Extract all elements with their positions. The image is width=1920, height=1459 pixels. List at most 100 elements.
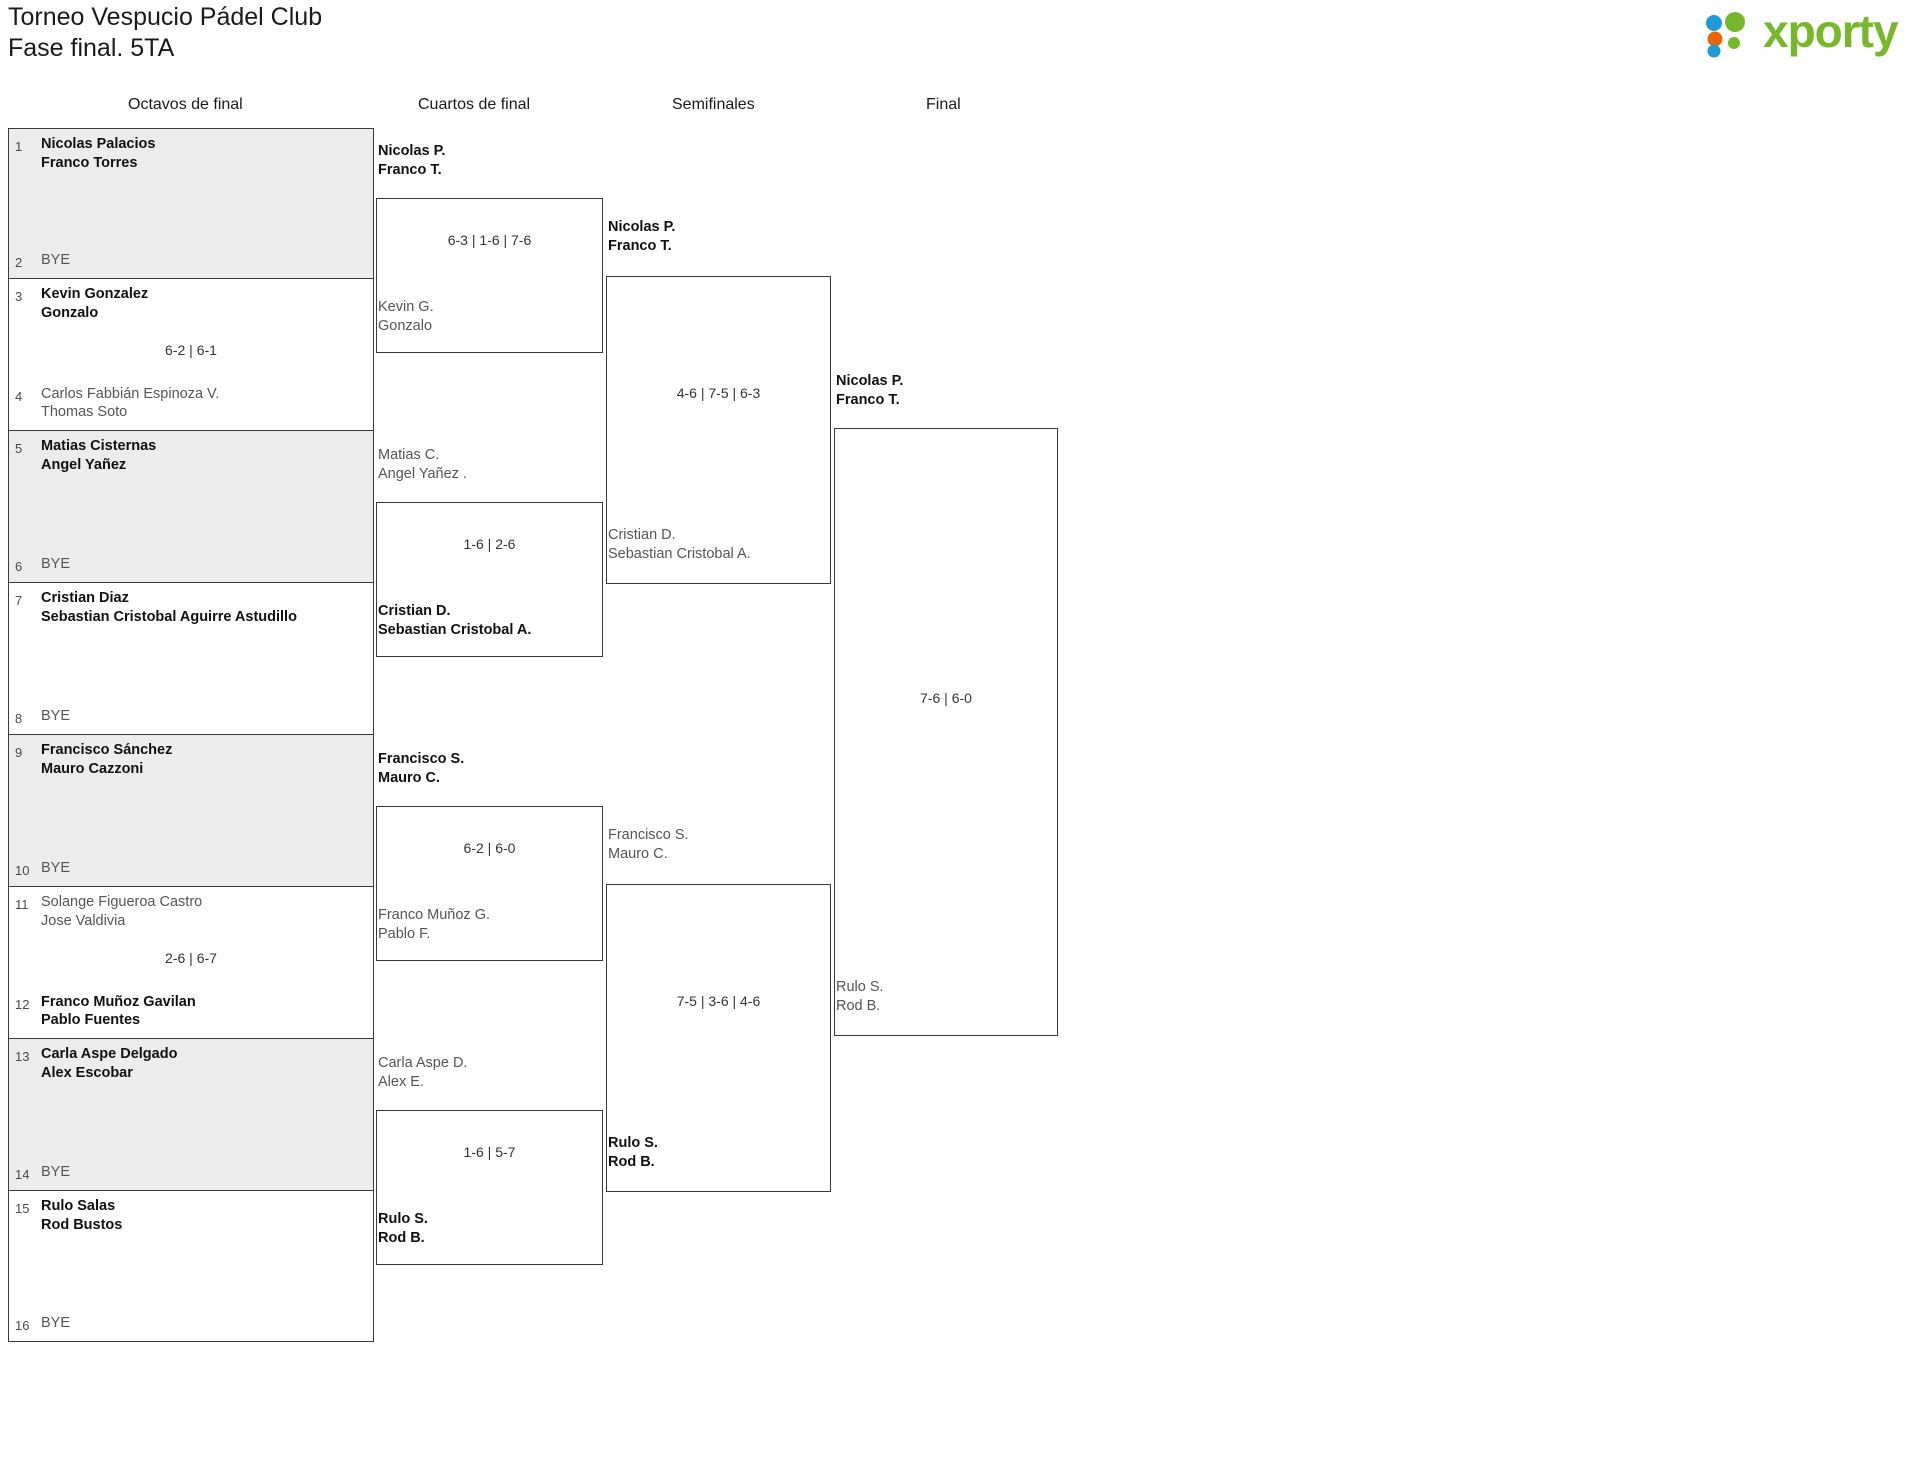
r2-entry-3-top[interactable]: Francisco S. Mauro C. — [378, 750, 464, 787]
player-2: Rod B. — [378, 1229, 425, 1246]
r2-entry-2-top[interactable]: Matias C. Angel Yañez . — [378, 446, 467, 483]
logo-wordmark: xporty — [1763, 5, 1899, 57]
r1-match-6[interactable]: 11 Solange Figueroa Castro Jose Valdivia… — [8, 886, 374, 1038]
r3-entry-2-top[interactable]: Francisco S. Mauro C. — [608, 826, 689, 863]
r1-match-8[interactable]: 15 Rulo Salas Rod Bustos 16 BYE — [8, 1190, 374, 1342]
team-names: Cristian Diaz Sebastian Cristobal Aguirr… — [41, 589, 297, 626]
r2-connector-1 — [376, 198, 603, 353]
r2-score-2: 1-6 | 2-6 — [463, 536, 516, 552]
team-names: BYE — [41, 1163, 70, 1182]
r1-match-7[interactable]: 13 Carla Aspe Delgado Alex Escobar 14 BY… — [8, 1038, 374, 1190]
round-header-cuartos: Cuartos de final — [418, 96, 531, 113]
r1-match-5[interactable]: 9 Francisco Sánchez Mauro Cazzoni 10 BYE — [8, 734, 374, 886]
seed-number: 10 — [15, 863, 30, 878]
r1-slot-seed-16[interactable]: 16 BYE — [9, 1314, 373, 1333]
r1-slot-seed-1[interactable]: 1 Nicolas Palacios Franco Torres — [9, 135, 373, 172]
round-header-octavos: Octavos de final — [128, 96, 243, 113]
player-1: Carlos Fabbián Espinoza V. — [41, 385, 220, 402]
r1-slot-seed-10[interactable]: 10 BYE — [9, 859, 373, 878]
seed-number: 1 — [15, 139, 23, 154]
r4-score: 7-6 | 6-0 — [920, 690, 972, 706]
r3-entry-1-top[interactable]: Nicolas P. Franco T. — [608, 218, 675, 255]
r1-slot-seed-13[interactable]: 13 Carla Aspe Delgado Alex Escobar — [9, 1045, 373, 1082]
r2-entry-4-bottom[interactable]: Rulo S. Rod B. — [378, 1210, 428, 1247]
player-1: Nicolas Palacios — [41, 136, 156, 152]
r1-match-3[interactable]: 5 Matias Cisternas Angel Yañez 6 BYE — [8, 430, 374, 582]
r1-slot-seed-12[interactable]: 12 Franco Muñoz Gavilan Pablo Fuentes — [9, 993, 373, 1030]
player-2: Pablo Fuentes — [41, 1012, 141, 1029]
round-header-final: Final — [926, 96, 961, 113]
player-2: Mauro C. — [378, 769, 441, 786]
player-1: BYE — [41, 556, 71, 572]
r1-match-1[interactable]: 1 Nicolas Palacios Franco Torres 2 BYE — [8, 128, 374, 278]
player-2: Pablo F. — [378, 925, 431, 942]
team-names: BYE — [41, 707, 70, 726]
team-names: Rulo Salas Rod Bustos — [41, 1197, 122, 1234]
player-1: Nicolas P. — [836, 373, 904, 389]
xporty-logo[interactable]: xporty — [1705, 5, 1905, 60]
team-names: Carla Aspe Delgado Alex Escobar — [41, 1045, 177, 1082]
r3-connector-2 — [606, 884, 831, 1192]
player-1: Matias C. — [378, 447, 440, 463]
r2-entry-1-bottom[interactable]: Kevin G. Gonzalo — [378, 298, 434, 335]
r2-score-1: 6-3 | 1-6 | 7-6 — [447, 232, 532, 248]
r1-slot-seed-5[interactable]: 5 Matias Cisternas Angel Yañez — [9, 437, 373, 474]
player-1: Kevin G. — [378, 299, 434, 315]
seed-number: 5 — [15, 441, 23, 456]
r2-entry-4-top[interactable]: Carla Aspe D. Alex E. — [378, 1054, 467, 1091]
r1-slot-seed-14[interactable]: 14 BYE — [9, 1163, 373, 1182]
r1-slot-seed-9[interactable]: 9 Francisco Sánchez Mauro Cazzoni — [9, 741, 373, 778]
player-1: Solange Figueroa Castro — [41, 894, 203, 910]
r1-score-2: 6-2 | 6-1 — [165, 342, 217, 358]
player-1: BYE — [41, 252, 71, 268]
player-1: BYE — [41, 860, 71, 876]
seed-number: 11 — [15, 897, 29, 912]
r1-slot-seed-7[interactable]: 7 Cristian Diaz Sebastian Cristobal Agui… — [9, 589, 373, 626]
r1-slot-seed-4[interactable]: 4 Carlos Fabbián Espinoza V. Thomas Soto — [9, 385, 373, 422]
seed-number: 12 — [15, 996, 30, 1012]
team-names: Nicolas Palacios Franco Torres — [41, 135, 155, 172]
r3-entry-1-bottom[interactable]: Cristian D. Sebastian Cristobal A. — [608, 526, 751, 563]
r4-entry-top[interactable]: Nicolas P. Franco T. — [836, 372, 903, 409]
r3-score-1: 4-6 | 7-5 | 6-3 — [676, 385, 761, 401]
r1-slot-seed-6[interactable]: 6 BYE — [9, 555, 373, 574]
player-2: Angel Yañez . — [378, 465, 467, 482]
team-names: BYE — [41, 251, 70, 270]
r2-entry-3-bottom[interactable]: Franco Muñoz G. Pablo F. — [378, 906, 490, 943]
tournament-phase: Fase final. 5TA — [8, 34, 175, 63]
r1-match-4[interactable]: 7 Cristian Diaz Sebastian Cristobal Agui… — [8, 582, 374, 734]
player-2: Gonzalo — [378, 317, 433, 334]
player-2: Gonzalo — [41, 304, 99, 321]
r1-slot-seed-8[interactable]: 8 BYE — [9, 707, 373, 726]
team-names: Francisco Sánchez Mauro Cazzoni — [41, 741, 172, 778]
r2-entry-2-bottom[interactable]: Cristian D. Sebastian Cristobal A. — [378, 602, 531, 639]
player-1: BYE — [41, 1164, 71, 1180]
player-1: BYE — [41, 1315, 71, 1331]
player-2: Sebastian Cristobal Aguirre Astudillo — [41, 608, 297, 625]
team-names: BYE — [41, 555, 70, 574]
r1-slot-seed-2[interactable]: 2 BYE — [9, 251, 373, 270]
team-names: Matias Cisternas Angel Yañez — [41, 437, 156, 474]
player-1: Carla Aspe Delgado — [41, 1046, 178, 1062]
r1-slot-seed-3[interactable]: 3 Kevin Gonzalez Gonzalo — [9, 285, 373, 322]
r1-slot-seed-15[interactable]: 15 Rulo Salas Rod Bustos — [9, 1197, 373, 1234]
player-2: Franco T. — [836, 391, 900, 408]
player-2: Sebastian Cristobal A. — [378, 621, 532, 638]
seed-number: 4 — [15, 388, 23, 404]
r2-connector-3 — [376, 806, 603, 961]
player-1: Nicolas P. — [378, 143, 446, 159]
player-2: Alex Escobar — [41, 1064, 133, 1081]
player-1: Francisco S. — [378, 751, 465, 767]
team-names: Franco Muñoz Gavilan Pablo Fuentes — [41, 993, 196, 1030]
seed-number: 8 — [15, 711, 23, 726]
seed-number: 3 — [15, 289, 23, 304]
player-1: Rulo Salas — [41, 1198, 116, 1214]
r2-entry-1-top[interactable]: Nicolas P. Franco T. — [378, 142, 445, 179]
seed-number: 6 — [15, 559, 23, 574]
r4-entry-bottom[interactable]: Rulo S. Rod B. — [836, 978, 884, 1015]
player-1: Nicolas P. — [608, 219, 676, 235]
r1-match-2[interactable]: 3 Kevin Gonzalez Gonzalo 6-2 | 6-1 4 Car… — [8, 278, 374, 430]
r1-slot-seed-11[interactable]: 11 Solange Figueroa Castro Jose Valdivia — [9, 893, 373, 930]
r3-entry-2-bottom[interactable]: Rulo S. Rod B. — [608, 1134, 658, 1171]
